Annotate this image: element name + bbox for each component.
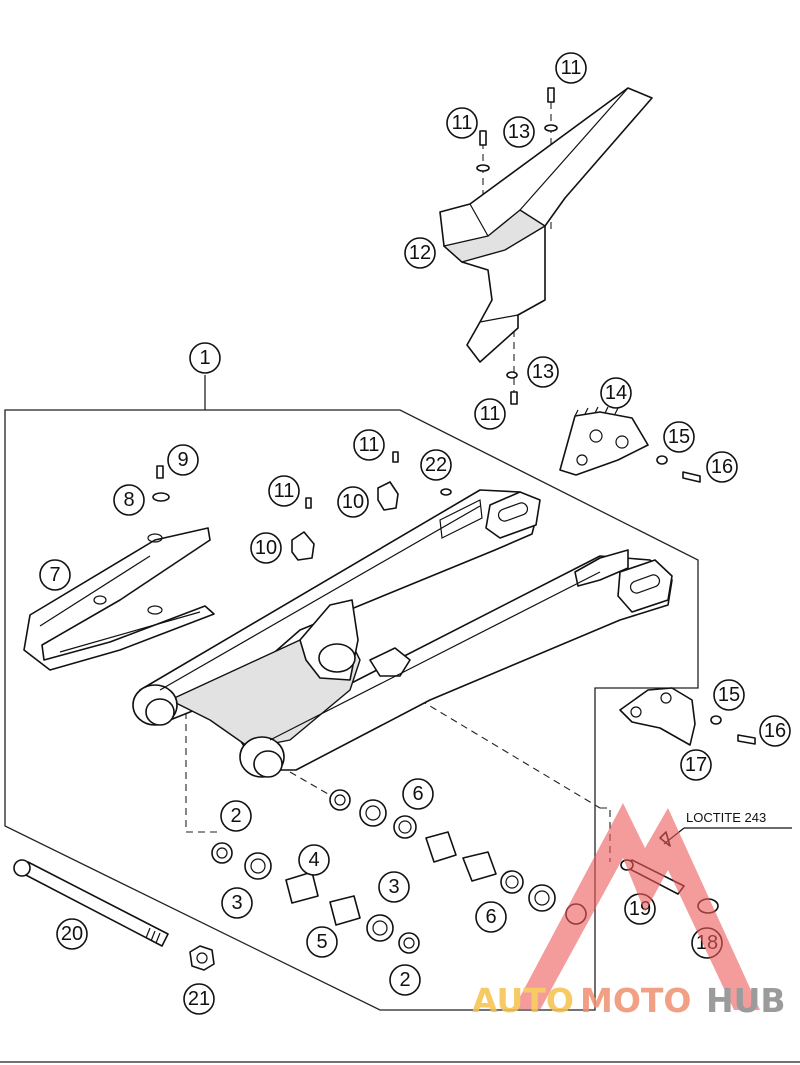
callout-9: 9	[167, 444, 199, 476]
pivot-nut	[189, 945, 215, 971]
callout-label: 5	[316, 931, 327, 953]
callout-3a: 3	[221, 887, 253, 919]
callout-8: 8	[113, 484, 145, 516]
callout-10a: 10	[337, 486, 369, 518]
callout-label: 11	[274, 480, 295, 502]
callout-label: 3	[388, 876, 399, 898]
callout-label: 8	[123, 489, 134, 511]
callout-15b: 15	[713, 679, 745, 711]
loctite-note: LOCTITE 243	[663, 810, 792, 845]
callout-1: 1	[189, 342, 221, 374]
watermark-logo: AUTO MOTO HUB	[472, 803, 786, 1020]
callout-20: 20	[56, 918, 88, 950]
callout-label: 1	[199, 347, 210, 369]
watermark-hub: HUB	[706, 981, 786, 1020]
callout-label: 10	[255, 537, 277, 559]
callout-label: 4	[308, 849, 319, 871]
callout-label: 11	[452, 112, 473, 134]
callout-16b: 16	[759, 715, 791, 747]
small-hardware	[152, 87, 756, 745]
swingarm	[132, 489, 673, 778]
assembly-frame	[0, 375, 800, 1063]
callout-label: 9	[177, 449, 188, 471]
callout-3b: 3	[378, 871, 410, 903]
callout-11b: 11	[446, 107, 478, 139]
chain-slider-long	[23, 527, 215, 671]
callout-2a: 2	[220, 800, 252, 832]
callout-label: 20	[61, 923, 83, 945]
callout-7: 7	[39, 559, 71, 591]
callout-2b: 2	[389, 964, 421, 996]
callout-5: 5	[306, 926, 338, 958]
callout-label: 11	[480, 403, 501, 425]
callout-label: 6	[485, 906, 496, 928]
callout-11e: 11	[268, 475, 300, 507]
watermark-auto: AUTO	[472, 981, 574, 1020]
bearings-bushings	[211, 789, 587, 954]
callout-10b: 10	[250, 532, 282, 564]
callout-label: 3	[231, 892, 242, 914]
callout-22: 22	[420, 449, 452, 481]
callout-label: 7	[49, 564, 60, 586]
callout-12: 12	[404, 237, 436, 269]
callout-label: 15	[718, 684, 740, 706]
watermark-moto: MOTO	[580, 981, 691, 1020]
chain-guard	[439, 87, 653, 363]
callout-6a: 6	[402, 778, 434, 810]
callout-11d: 11	[353, 429, 385, 461]
callout-11a: 11	[555, 52, 587, 84]
callout-label: 17	[685, 754, 707, 776]
callout-label: 11	[359, 434, 380, 456]
callout-4: 4	[298, 844, 330, 876]
callout-label: 13	[508, 121, 530, 143]
callout-13b: 13	[527, 356, 559, 388]
callout-15a: 15	[663, 421, 695, 453]
callout-label: 2	[230, 805, 241, 827]
callout-label: 12	[409, 242, 431, 264]
callout-16a: 16	[706, 451, 738, 483]
callout-13a: 13	[503, 116, 535, 148]
callout-label: 15	[668, 426, 690, 448]
chain-slider-upper	[559, 406, 649, 476]
callout-label: 11	[561, 57, 582, 79]
callout-6b: 6	[475, 901, 507, 933]
callout-label: 13	[532, 361, 554, 383]
callout-label: 21	[188, 988, 210, 1010]
callout-14: 14	[600, 377, 632, 409]
pivot-shaft	[13, 859, 169, 947]
callout-label: 2	[399, 969, 410, 991]
callout-label: 6	[412, 783, 423, 805]
chain-guide-lower	[619, 687, 696, 746]
callout-label: 16	[764, 720, 786, 742]
callout-label: 22	[425, 454, 447, 476]
callout-21: 21	[183, 983, 215, 1015]
watermark-triangle	[513, 803, 760, 1010]
callout-label: 16	[711, 456, 733, 478]
callout-17: 17	[680, 749, 712, 781]
callout-label: 10	[342, 491, 364, 513]
loctite-note-text: LOCTITE 243	[686, 810, 766, 825]
callout-label: 14	[605, 382, 627, 404]
callout-11c: 11	[474, 398, 506, 430]
